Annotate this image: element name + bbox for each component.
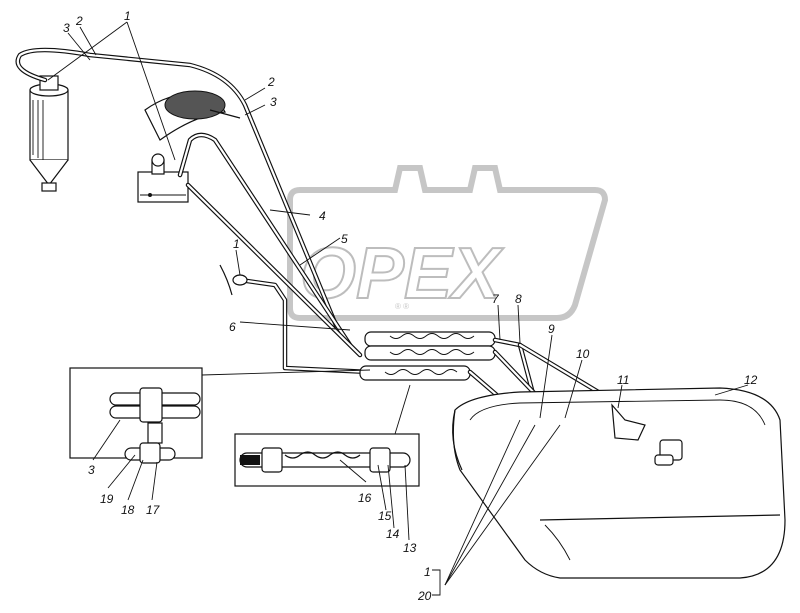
leader-lines <box>47 21 749 596</box>
callout-9: 9 <box>548 322 555 336</box>
callout-18: 18 <box>121 503 135 517</box>
callout-1-top: 1 <box>124 9 131 23</box>
fuel-filter <box>29 75 69 192</box>
callout-20: 20 <box>417 589 432 603</box>
callout-labels: 1 2 3 2 3 4 5 1 6 7 8 9 10 11 12 13 14 1… <box>63 9 758 603</box>
watermark-text: OPEX <box>300 234 504 314</box>
callout-1-bottom: 1 <box>424 565 431 579</box>
hose-bundle <box>359 331 496 381</box>
pipe-left-branch <box>219 264 373 375</box>
callout-13: 13 <box>403 541 417 555</box>
callout-4: 4 <box>319 209 326 223</box>
pipe-pump <box>177 132 363 358</box>
callout-7: 7 <box>492 292 500 306</box>
inset-bottom <box>234 384 420 487</box>
watermark-gear-outline <box>287 165 609 321</box>
callout-12: 12 <box>744 373 758 387</box>
callout-2-top: 2 <box>75 14 83 28</box>
fuel-pump <box>137 153 189 203</box>
callout-14: 14 <box>386 527 400 541</box>
callout-3-box: 3 <box>88 463 95 477</box>
callout-15: 15 <box>378 509 392 523</box>
callout-16: 16 <box>358 491 372 505</box>
callout-2-right: 2 <box>267 75 275 89</box>
callout-1-mid: 1 <box>233 237 240 251</box>
callout-3-right: 3 <box>270 95 277 109</box>
inset-left <box>69 367 371 464</box>
callout-8: 8 <box>515 292 522 306</box>
fuel-tank <box>452 387 786 579</box>
callout-3-top: 3 <box>63 21 70 35</box>
callout-11: 11 <box>617 373 629 387</box>
heater-element <box>144 90 241 141</box>
pipe-top <box>15 47 343 338</box>
callout-17: 17 <box>146 503 161 517</box>
watermark-sub: ® ® <box>395 302 409 311</box>
watermark: OPEX ® ® <box>287 165 609 321</box>
callout-10: 10 <box>576 347 590 361</box>
callout-6: 6 <box>229 320 236 334</box>
callout-19: 19 <box>100 492 114 506</box>
callout-5: 5 <box>341 232 348 246</box>
